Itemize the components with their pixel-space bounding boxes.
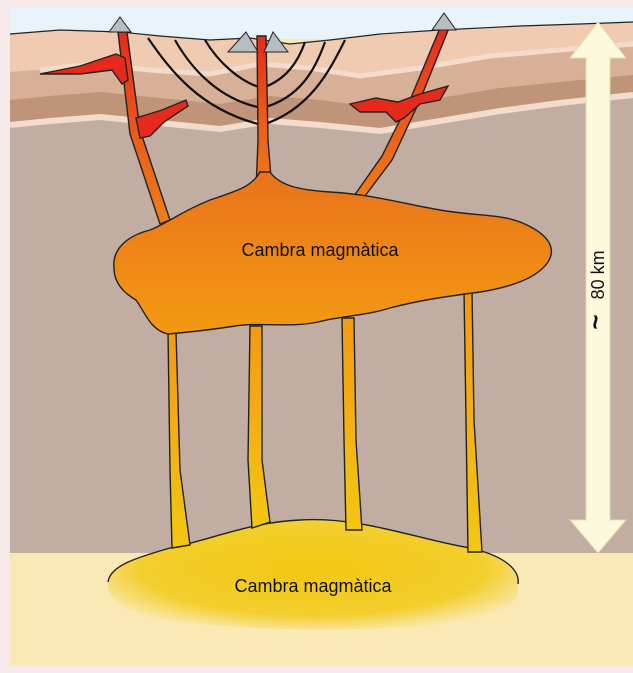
- upper-chamber-label: Cambra magmàtica: [241, 240, 399, 260]
- lower-chamber-label: Cambra magmàtica: [234, 576, 392, 596]
- depth-value: 80 km: [588, 250, 608, 299]
- depth-approx-symbol: ~: [580, 314, 610, 329]
